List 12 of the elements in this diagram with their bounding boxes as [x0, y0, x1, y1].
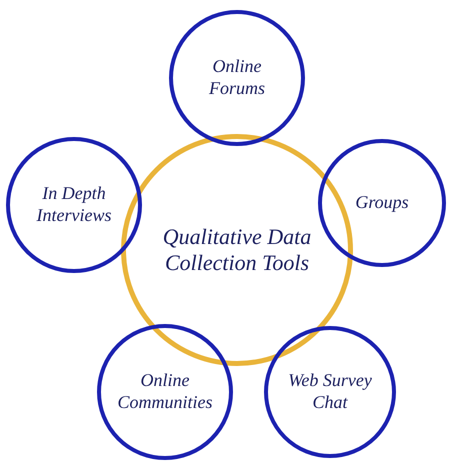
circle-outline [318, 139, 446, 267]
node-label: Web Survey Chat [287, 370, 373, 414]
circle-outline [97, 324, 233, 460]
node-label: Online Communities [116, 370, 214, 414]
circle-outline [6, 137, 142, 273]
circle-outline [169, 10, 305, 146]
circle-outline [121, 134, 353, 366]
circle-outline [264, 326, 396, 458]
node-label: Online Forums [208, 56, 266, 100]
node-label: Groups [355, 192, 409, 214]
node-label: Qualitative Data Collection Tools [162, 224, 312, 276]
node-label: In Depth Interviews [36, 183, 112, 227]
